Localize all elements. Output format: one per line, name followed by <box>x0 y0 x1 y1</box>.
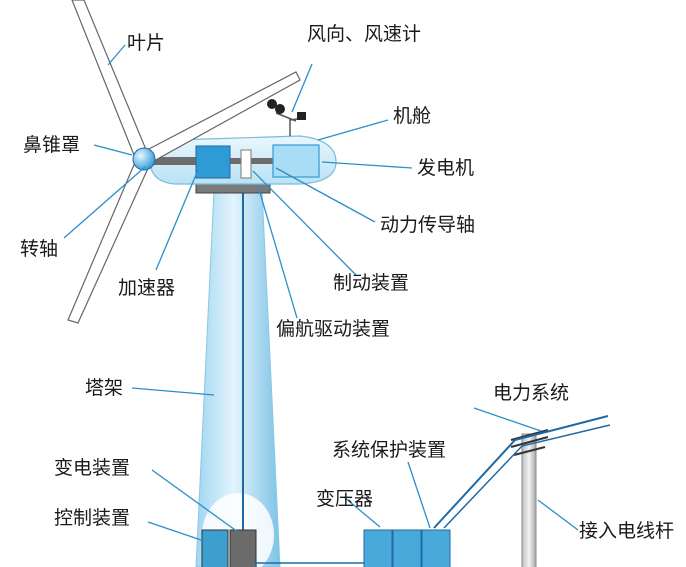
transformer <box>363 529 451 567</box>
label-pole: 接入电线杆 <box>579 520 674 542</box>
label-tower: 塔架 <box>85 377 123 399</box>
label-anemometer: 风向、风速计 <box>307 23 421 45</box>
tower <box>195 180 281 567</box>
control-cabinets <box>201 529 257 567</box>
label-yaw-drive: 偏航驱动装置 <box>276 318 390 340</box>
blade-up <box>71 0 148 161</box>
power-shaft <box>230 158 274 164</box>
label-power-shaft: 动力传导轴 <box>380 214 475 236</box>
nose-cone <box>132 147 156 171</box>
brake <box>240 149 252 179</box>
label-substation: 变电装置 <box>54 457 130 479</box>
control-cabinet <box>201 529 229 567</box>
label-nose-cone: 鼻锥罩 <box>23 134 80 156</box>
label-control: 控制装置 <box>54 507 130 529</box>
label-protection: 系统保护装置 <box>332 439 446 461</box>
power-line-2 <box>443 424 611 529</box>
label-rotor-shaft: 转轴 <box>20 238 58 260</box>
substation-cabinet <box>229 529 257 567</box>
anemometer-icon <box>267 99 277 109</box>
anemometer <box>267 99 306 136</box>
gearbox <box>195 145 231 179</box>
label-gearbox: 加速器 <box>118 277 175 299</box>
power-line <box>433 415 609 529</box>
rotor-blades <box>67 0 301 324</box>
leader-lines <box>63 44 579 542</box>
rotor-shaft <box>152 157 196 165</box>
generator <box>272 144 320 178</box>
label-nacelle: 机舱 <box>393 105 431 127</box>
label-power-grid: 电力系统 <box>493 382 569 404</box>
label-generator: 发电机 <box>417 157 474 179</box>
label-blade: 叶片 <box>127 32 165 54</box>
wind-vane-icon <box>297 112 306 120</box>
underground-cable <box>255 562 364 567</box>
label-brake: 制动装置 <box>333 272 409 294</box>
label-transformer: 变压器 <box>316 488 373 510</box>
labels: 叶片 风向、风速计 机舱 鼻锥罩 发电机 动力传导轴 转轴 制动装置 加速器 偏… <box>20 23 674 542</box>
power-pole <box>433 415 611 567</box>
